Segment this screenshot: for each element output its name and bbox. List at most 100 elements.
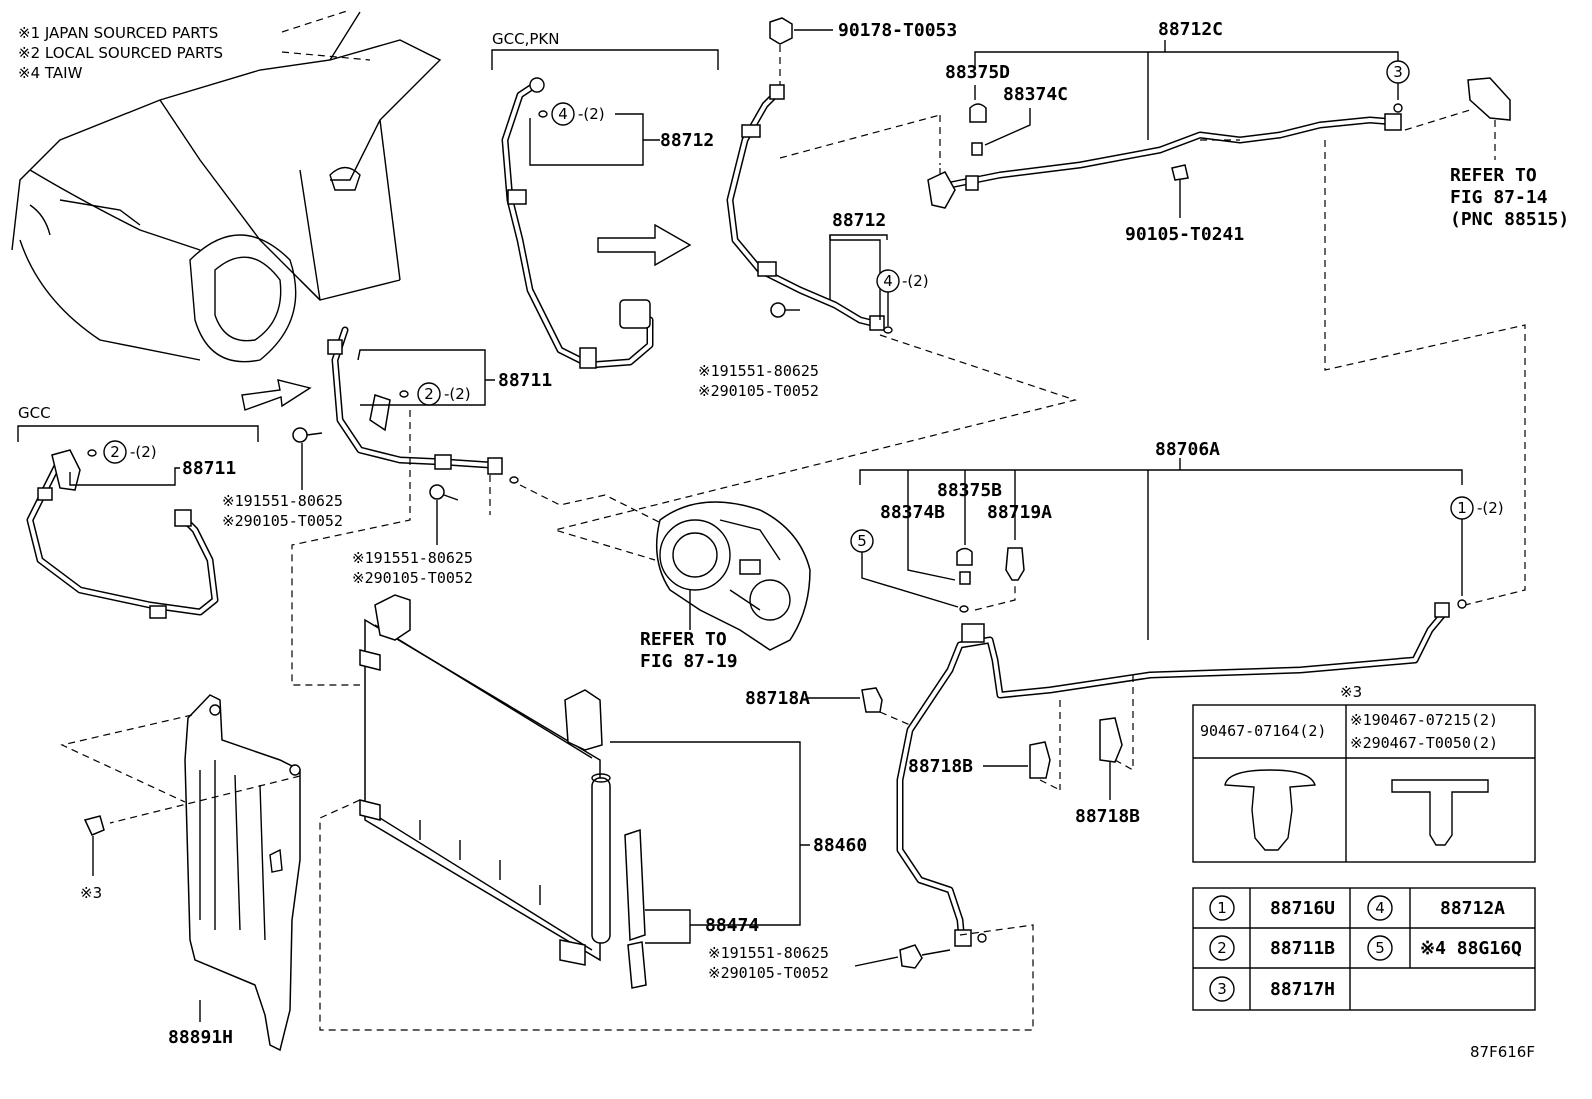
legend-grid <box>1193 888 1535 1010</box>
bracket-88711-gcc <box>69 467 180 486</box>
discharge-hose-gcc-pkn <box>501 77 654 369</box>
circle-number: 1 <box>1457 499 1467 517</box>
clamp-88718A <box>861 687 883 713</box>
legend-number: 3 <box>1217 980 1227 998</box>
note-local-sourced: ※2 LOCAL SOURCED PARTS <box>18 44 223 62</box>
part-88711: 88711 <box>498 370 552 391</box>
dashed-clamp-a <box>879 711 911 726</box>
legend-circle-2 <box>1209 935 1235 961</box>
legend-number: 1 <box>1217 899 1227 917</box>
group-gcc-pkn: GCC,PKN <box>492 30 559 48</box>
bolt-ref-b1: ※191551-80625 <box>222 492 343 510</box>
circle-marker-4 <box>551 102 575 126</box>
circle-number: 4 <box>883 272 893 290</box>
bracket-88712-b <box>829 235 881 320</box>
part-88718B: 88718B <box>908 756 973 777</box>
legend-number: 2 <box>1217 939 1227 957</box>
pressure-sensor-88719A <box>1005 547 1025 581</box>
clip-icon-right <box>1391 779 1489 846</box>
legend-circle-4 <box>1367 895 1393 921</box>
quantity-label: -(2) <box>1477 499 1504 517</box>
part-88375D: 88375D <box>945 62 1010 83</box>
clip-icon <box>83 815 105 836</box>
note-leader-1 <box>281 9 351 33</box>
bolt-shaft <box>301 432 323 490</box>
quantity-label: -(2) <box>444 385 471 403</box>
arrow-left <box>241 379 312 411</box>
part-88706A: 88706A <box>1155 439 1220 460</box>
bracket-88712 <box>529 118 644 166</box>
part-88711-gcc: 88711 <box>182 458 236 479</box>
quantity-label: -(2) <box>578 105 605 123</box>
dashed-suction-to-comp <box>489 475 666 526</box>
cap-88375B <box>956 547 973 566</box>
dashed-right-loop <box>1324 140 1526 606</box>
dashed-to-switch <box>1404 109 1496 160</box>
part-88474: 88474 <box>705 915 759 936</box>
group-gcc-pkn-bracket <box>491 49 719 70</box>
o-ring <box>883 326 893 334</box>
refer-fig-87-14-line1: REFER TO <box>1450 165 1537 186</box>
dashed-shield <box>60 714 301 824</box>
bolt-ref-c2: ※290105-T0052 <box>352 569 473 587</box>
compressor <box>655 501 811 651</box>
circle-number: 2 <box>110 443 120 461</box>
o-ring <box>1457 599 1467 609</box>
o-ring <box>538 110 548 118</box>
valve-core-icon <box>971 142 983 156</box>
part-88891H: 88891H <box>168 1027 233 1048</box>
bolt-shaft <box>854 949 951 967</box>
nut-icon <box>769 17 793 45</box>
refer-fig-87-19-line2: FIG 87-19 <box>640 651 738 672</box>
leader-88374C <box>984 108 1031 146</box>
condenser <box>359 594 647 989</box>
dashed-clamp-b <box>1039 700 1061 791</box>
circle-number: 3 <box>1393 63 1403 81</box>
legend-circle-5 <box>1367 935 1393 961</box>
bolt-ref-d1: ※191551-80625 <box>708 944 829 962</box>
legend-part-number: 88716U <box>1270 898 1335 919</box>
legend-part-number: 88712A <box>1440 898 1505 919</box>
legend-number: 5 <box>1375 939 1385 957</box>
figure-code: 87F616F <box>1470 1043 1535 1061</box>
bolt-shaft <box>436 494 459 545</box>
note-leader-2 <box>281 51 371 61</box>
o-ring <box>399 390 409 398</box>
o-ring <box>87 449 97 457</box>
part-88375B: 88375B <box>937 480 1002 501</box>
bracket-88460 <box>610 741 810 926</box>
part-88374B: 88374B <box>880 502 945 523</box>
part-88712-b: 88712 <box>832 210 886 231</box>
dashed-sensor <box>974 585 1016 611</box>
bolt-ref-b2: ※290105-T0052 <box>222 512 343 530</box>
leader-c5 <box>861 552 959 608</box>
bolt-ref-1: ※191551-80625 <box>698 362 819 380</box>
bracket-88706A <box>859 469 1463 640</box>
part-88460: 88460 <box>813 835 867 856</box>
liquid-pipe <box>896 602 1450 947</box>
bolt-icon <box>899 944 923 969</box>
part-90178-T0053: 90178-T0053 <box>838 20 957 41</box>
part-88712C: 88712C <box>1158 19 1223 40</box>
group-gcc: GCC <box>18 404 51 422</box>
bolt-ref-c1: ※191551-80625 <box>352 549 473 567</box>
circle-marker-2 <box>103 440 127 464</box>
clip-left-header: 90467-07164(2) <box>1200 722 1326 740</box>
bolt-icon <box>1171 164 1189 181</box>
circle-marker-2 <box>417 382 441 406</box>
group-gcc-bracket <box>17 425 259 442</box>
clip-table-title: ※3 <box>1340 683 1362 701</box>
bracket-88474 <box>645 909 691 944</box>
o-ring <box>977 933 987 943</box>
legend-part-number: ※4 88G16Q <box>1420 938 1522 959</box>
legend-part-number: 88717H <box>1270 979 1335 1000</box>
part-88712: 88712 <box>660 130 714 151</box>
discharge-pipe <box>927 113 1402 209</box>
under-shield <box>184 694 301 1052</box>
bracket-88711 <box>357 349 495 406</box>
part-88719A: 88719A <box>987 502 1052 523</box>
legend-table <box>1192 887 1536 1011</box>
suction-hose <box>327 326 503 475</box>
clamp-88718B <box>1029 741 1051 779</box>
